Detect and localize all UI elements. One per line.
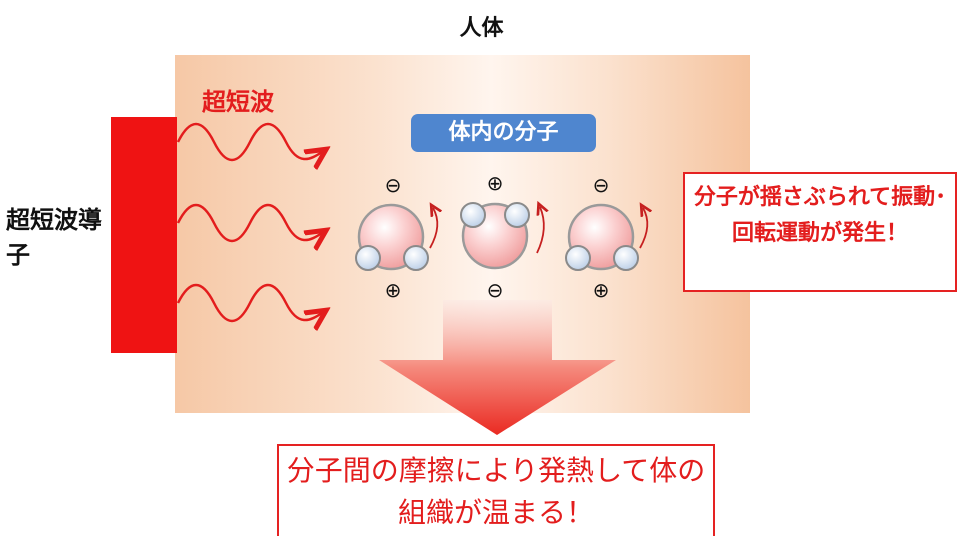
vibration-callout: 分子が揺さぶられて振動･回転運動が発生！	[683, 172, 957, 292]
heat-down-arrow	[379, 300, 616, 435]
wave-3	[176, 283, 322, 321]
molecule-3	[565, 205, 647, 271]
charge-m3-bottom: ⊕	[593, 278, 610, 302]
wave-1	[176, 122, 322, 160]
charge-m2-bottom: ⊖	[487, 278, 504, 302]
heat-callout: 分子間の摩擦により発熱して体の組織が温まる！	[277, 444, 715, 536]
transducer-label: 超短波導子	[6, 206, 102, 269]
wave-2	[176, 203, 322, 241]
charge-m1-top: ⊖	[385, 173, 402, 197]
charge-m2-top: ⊕	[487, 171, 504, 195]
wave-label: 超短波	[202, 88, 274, 116]
molecule-badge: 体内の分子	[411, 114, 596, 152]
charge-m1-bottom: ⊕	[385, 278, 402, 302]
charge-m3-top: ⊖	[593, 173, 610, 197]
molecule-2	[460, 203, 544, 270]
body-title: 人体	[459, 16, 504, 41]
transducer-block	[111, 117, 177, 353]
molecule-1	[355, 205, 437, 271]
